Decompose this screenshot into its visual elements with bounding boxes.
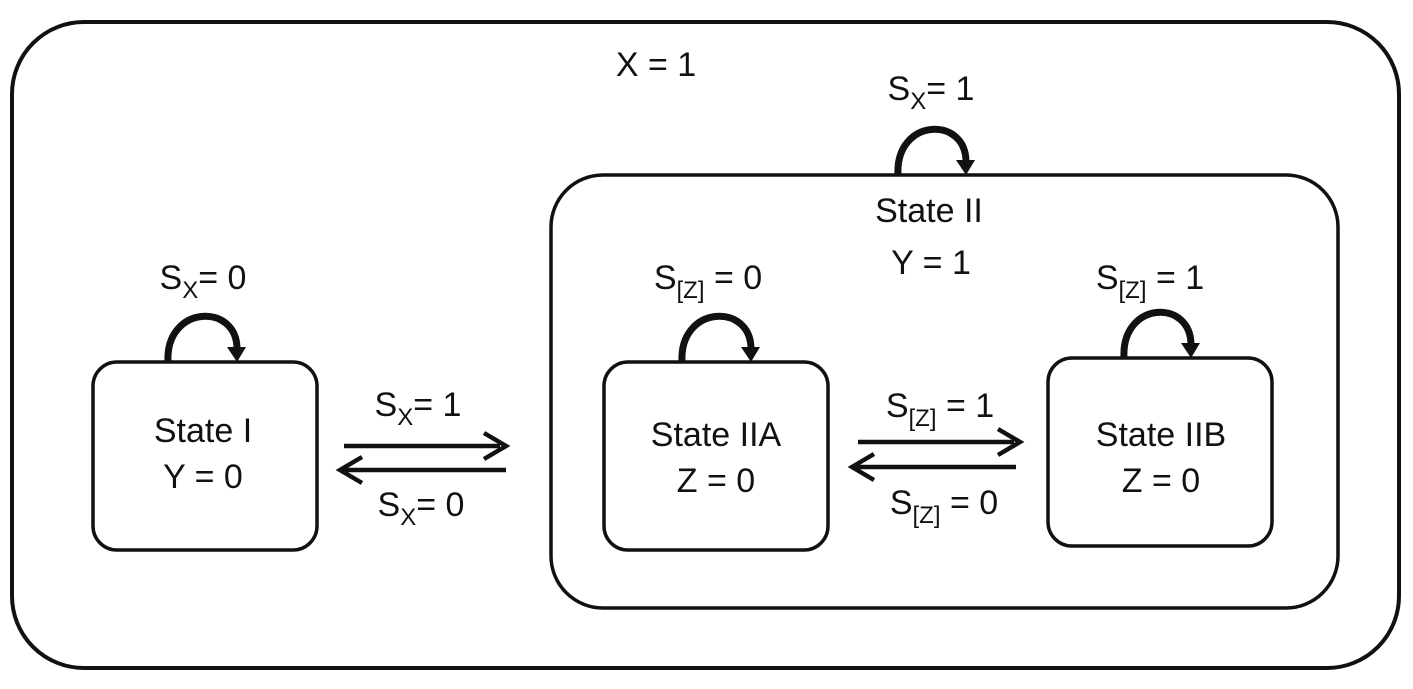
self-loop-state-i	[164, 312, 246, 363]
arrow-i-to-ii	[344, 431, 511, 461]
transition-subscript: [Z]	[912, 502, 941, 529]
loop-subscript: X	[910, 88, 927, 115]
loop-value: = 0	[198, 259, 247, 297]
state-ii-title: State II	[875, 192, 983, 230]
state-iia-box	[602, 360, 830, 552]
state-i-label: State I Y = 0	[154, 408, 252, 500]
loop-subscript: X	[182, 277, 199, 304]
state-iia-value: Z = 0	[676, 462, 756, 500]
loop-value: = 0	[704, 259, 763, 297]
state-iia-title: State IIA	[650, 416, 782, 454]
outer-region	[10, 20, 1401, 670]
outer-label: X = 1	[615, 46, 697, 84]
state-iia-label: State IIA Z = 0	[651, 412, 781, 504]
transition-subscript: X	[397, 404, 414, 431]
arrow-ii-to-i	[335, 455, 506, 485]
state-iia-loop-label: S[Z] = 0	[653, 259, 763, 303]
state-iib-loop-label: S[Z] = 1	[1095, 259, 1205, 303]
transition-label-i-to-ii: SX= 1	[374, 386, 462, 430]
state-i-loop-label: SX= 0	[159, 259, 247, 303]
state-iib-label: State IIB Z = 0	[1096, 412, 1226, 504]
state-i-box	[91, 360, 319, 552]
transition-value: = 1	[936, 387, 995, 425]
self-loop-state-iib	[1120, 308, 1200, 359]
self-loop-state-iia	[678, 312, 760, 363]
transition-symbol: S	[374, 386, 398, 424]
state-iib-title: State IIB	[1095, 416, 1227, 454]
transition-subscript: [Z]	[908, 405, 937, 432]
transition-symbol: S	[377, 486, 401, 524]
state-i-value: Y = 0	[163, 458, 243, 496]
transition-symbol: S	[889, 484, 913, 522]
state-iib-box	[1046, 356, 1274, 548]
state-ii-box	[549, 173, 1340, 610]
self-loop-state-ii	[894, 125, 975, 176]
loop-subscript: [Z]	[676, 277, 705, 304]
state-iib-value: Z = 0	[1121, 462, 1201, 500]
transition-value: = 0	[940, 484, 999, 522]
transition-symbol: S	[885, 387, 909, 425]
state-i-title: State I	[153, 412, 253, 450]
loop-symbol: S	[159, 259, 183, 297]
transition-label-iib-to-iia: S[Z] = 0	[889, 484, 999, 528]
loop-value: = 1	[926, 70, 975, 108]
loop-symbol: S	[887, 70, 911, 108]
transition-value: = 1	[413, 386, 462, 424]
transition-subscript: X	[400, 504, 417, 531]
transition-label-ii-to-i: SX= 0	[377, 486, 465, 530]
loop-symbol: S	[653, 259, 677, 297]
state-ii-loop-label: SX= 1	[887, 70, 975, 114]
transition-value: = 0	[416, 486, 465, 524]
loop-value: = 1	[1146, 259, 1205, 297]
transition-label-iia-to-iib: S[Z] = 1	[885, 387, 995, 431]
state-ii-value: Y = 1	[891, 244, 971, 282]
arrow-iia-to-iib	[858, 427, 1025, 457]
loop-subscript: [Z]	[1118, 277, 1147, 304]
arrow-iib-to-iia	[847, 452, 1016, 482]
loop-symbol: S	[1095, 259, 1119, 297]
